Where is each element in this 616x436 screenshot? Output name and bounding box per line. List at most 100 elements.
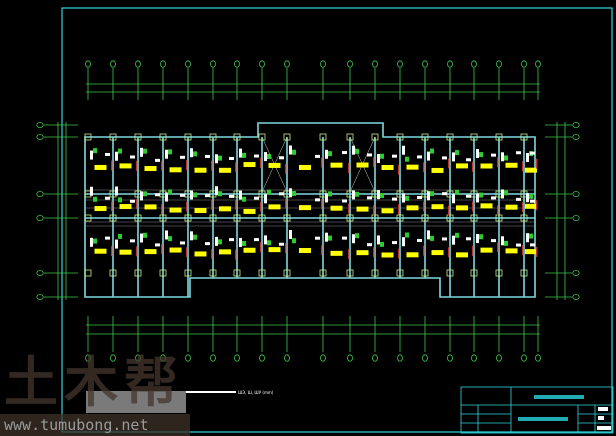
rebar-mark: [111, 160, 113, 171]
rebar-mark: [239, 148, 242, 158]
rebar-mark: [279, 156, 284, 160]
rebar-mark: [526, 233, 529, 243]
column: [134, 133, 142, 141]
rebar-mark: [497, 242, 499, 253]
rebar-mark: [186, 247, 188, 258]
rebar-mark: [90, 150, 93, 160]
axis-bubble: [372, 60, 378, 68]
beam-label: [169, 247, 182, 253]
drawing-frame: [61, 7, 613, 433]
rebar-mark: [423, 162, 425, 173]
rebar-mark: [180, 155, 185, 159]
rebar-mark: [292, 190, 296, 196]
rebar-mark: [472, 201, 474, 212]
rebar-mark: [405, 156, 409, 162]
rebar-mark: [452, 194, 455, 204]
rebar-mark: [427, 230, 430, 240]
rebar-mark: [165, 230, 168, 240]
rebar-mark: [448, 205, 450, 216]
rebar-mark: [348, 163, 350, 174]
axis-bubble: [572, 294, 580, 300]
rebar-mark: [377, 154, 380, 164]
rebar-mark: [325, 232, 328, 242]
rebar-mark: [355, 233, 359, 239]
rebar-mark: [466, 237, 471, 241]
rebar-mark: [239, 237, 242, 247]
rebar-mark: [111, 245, 113, 256]
rebar-mark: [115, 151, 118, 161]
rebar-mark: [504, 190, 508, 196]
rebar-mark: [211, 248, 213, 259]
rebar-mark: [289, 230, 292, 240]
beam-label: [243, 162, 256, 168]
column: [520, 133, 528, 141]
rebar-mark: [398, 248, 400, 259]
rebar-mark: [254, 196, 259, 200]
rebar-mark: [342, 236, 347, 240]
rebar-mark: [215, 236, 218, 246]
axis-bubble: [185, 354, 191, 362]
column: [233, 269, 241, 277]
rebar-mark: [328, 191, 332, 197]
rebar-mark: [348, 203, 350, 214]
rebar-mark: [516, 197, 521, 201]
rebar-mark: [264, 235, 267, 245]
beam-label: [456, 205, 468, 211]
rebar-mark: [448, 158, 450, 169]
axis-bubble: [572, 215, 580, 221]
rebar-mark: [380, 241, 384, 247]
rebar-mark: [417, 155, 422, 159]
rebar-mark: [348, 249, 350, 260]
rebar-mark: [536, 200, 538, 211]
beam-label: [119, 249, 132, 255]
rebar-mark: [328, 235, 332, 241]
rebar-mark: [501, 189, 504, 199]
rebar-mark: [315, 236, 320, 240]
axis-bubble: [422, 60, 428, 68]
beam-label: [169, 207, 182, 213]
rebar-mark: [118, 233, 122, 239]
rebar-mark: [352, 234, 355, 244]
column: [319, 269, 327, 277]
beam-label: [381, 208, 394, 214]
rebar-mark: [193, 234, 197, 240]
rebar-mark: [491, 153, 496, 157]
column: [258, 190, 266, 198]
axis-bubble: [347, 354, 353, 362]
rebar-mark: [516, 151, 521, 155]
rebar-mark: [405, 232, 409, 238]
column: [371, 269, 379, 277]
column: [319, 133, 327, 141]
beam-label: [505, 162, 518, 168]
column: [159, 269, 167, 277]
rebar-mark: [536, 246, 538, 257]
rebar-mark: [427, 191, 430, 201]
rebar-mark: [93, 238, 97, 244]
rebar-mark: [328, 151, 332, 157]
rebar-mark: [526, 193, 529, 203]
rebar-mark: [161, 204, 163, 215]
rebar-mark: [264, 152, 267, 162]
axis-bubble: [85, 60, 91, 68]
beam-label: [330, 250, 343, 256]
axis-bubble: [210, 60, 216, 68]
column: [421, 133, 429, 141]
rebar-mark: [367, 243, 372, 247]
rebar-mark: [218, 239, 222, 245]
axis-bubble: [135, 60, 141, 68]
rebar-mark: [476, 193, 479, 203]
axis-bubble: [160, 354, 166, 362]
rebar-mark: [392, 241, 397, 245]
rebar-mark: [105, 152, 110, 156]
beam-label: [144, 204, 157, 210]
rebar-mark: [427, 151, 430, 161]
rebar-mark: [143, 148, 147, 154]
rebar-mark: [504, 155, 508, 161]
rebar-mark: [193, 151, 197, 157]
axis-bubble: [36, 134, 44, 140]
column: [495, 214, 503, 222]
rebar-mark: [402, 193, 405, 203]
rebar-mark: [292, 149, 296, 155]
column: [520, 269, 528, 277]
